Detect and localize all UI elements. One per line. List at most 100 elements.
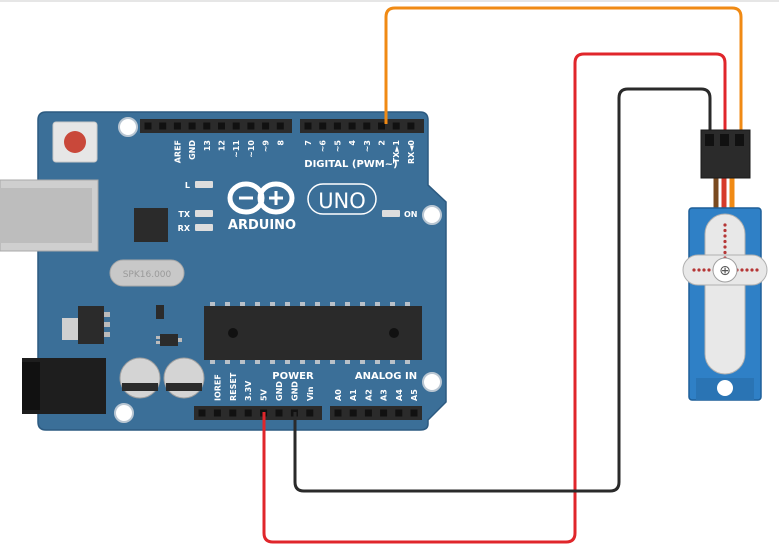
pin-label: ~6 bbox=[319, 140, 328, 153]
header-pin-hole[interactable] bbox=[218, 122, 225, 130]
led-l-label: L bbox=[185, 181, 190, 190]
chip-leg bbox=[240, 359, 245, 364]
header-pin-hole[interactable] bbox=[349, 409, 357, 417]
header-pin-hole[interactable] bbox=[333, 122, 341, 130]
header-pin-hole[interactable] bbox=[364, 409, 372, 417]
header-pin-hole[interactable] bbox=[188, 122, 196, 130]
ground-wire[interactable] bbox=[293, 87, 712, 493]
voltage-regulator bbox=[62, 306, 110, 344]
header-pin-hole[interactable] bbox=[395, 409, 403, 417]
led-on-label: ON bbox=[404, 210, 418, 219]
header-pin-hole[interactable] bbox=[144, 122, 152, 130]
crystal-oscillator: SPK16.000 bbox=[109, 259, 185, 287]
horn-hole bbox=[750, 268, 754, 272]
horn-hole bbox=[723, 239, 727, 244]
brand-label: ARDUINO bbox=[228, 218, 296, 233]
pin-label: IOREF bbox=[213, 374, 222, 401]
led-on: ON bbox=[382, 210, 418, 219]
mounting-hole bbox=[118, 117, 138, 137]
pin-label: AREF bbox=[173, 140, 182, 163]
header-pin-hole[interactable] bbox=[407, 122, 415, 130]
header-pin-hole[interactable] bbox=[304, 122, 312, 130]
pin-label: A0 bbox=[334, 389, 343, 401]
uno-badge: UNO bbox=[307, 183, 377, 215]
chip-leg bbox=[360, 359, 365, 364]
header-pin-hole[interactable] bbox=[392, 122, 400, 130]
chip-leg bbox=[285, 302, 290, 307]
led-rx: RX bbox=[178, 224, 213, 233]
pin-label: A1 bbox=[349, 389, 358, 401]
chip-leg bbox=[330, 302, 335, 307]
pin-label: A2 bbox=[364, 389, 373, 401]
power-header-label: POWER bbox=[272, 371, 314, 382]
header-pin-hole[interactable] bbox=[306, 409, 314, 417]
header-pin-hole[interactable] bbox=[247, 122, 255, 130]
horn-hole bbox=[723, 250, 727, 255]
pin-label: GND bbox=[275, 381, 284, 401]
pin-label: ~11 bbox=[232, 140, 241, 158]
pin-label: ~5 bbox=[333, 140, 342, 153]
microcontroller-chip bbox=[204, 302, 422, 364]
pin-label: Vin bbox=[306, 386, 315, 401]
header-pin-hole[interactable] bbox=[410, 409, 418, 417]
header-pin-hole[interactable] bbox=[275, 409, 283, 417]
pin-label: A5 bbox=[410, 389, 419, 401]
horn-hole bbox=[723, 228, 727, 233]
led-l: L bbox=[185, 181, 213, 190]
header-pin-hole[interactable] bbox=[159, 122, 167, 130]
capacitor bbox=[163, 357, 205, 399]
chip-leg bbox=[270, 302, 275, 307]
pin-label: 7 bbox=[304, 140, 313, 146]
chip-leg bbox=[225, 302, 230, 307]
horn-hole bbox=[723, 234, 727, 238]
servo-mount-hole bbox=[717, 380, 733, 396]
horn-hole bbox=[692, 268, 696, 272]
chip-leg bbox=[255, 302, 260, 307]
header-pin-hole[interactable] bbox=[203, 122, 211, 130]
pin-label: GND bbox=[188, 140, 197, 160]
signal-wire[interactable] bbox=[384, 6, 743, 133]
model-label: UNO bbox=[318, 189, 366, 213]
reset-button[interactable] bbox=[52, 121, 98, 163]
capacitor bbox=[119, 357, 161, 399]
horn-hole bbox=[740, 268, 744, 272]
horn-hole bbox=[697, 268, 701, 272]
header-pin-hole[interactable] bbox=[244, 409, 252, 417]
chip-leg bbox=[255, 359, 260, 364]
horn-hole bbox=[702, 268, 706, 272]
header-pin-hole[interactable] bbox=[348, 122, 356, 130]
transistor bbox=[156, 334, 182, 346]
header-pin-hole[interactable] bbox=[262, 122, 270, 130]
header-pin-hole[interactable] bbox=[363, 122, 371, 130]
header-pin-hole[interactable] bbox=[232, 122, 240, 130]
chip-leg bbox=[405, 359, 410, 364]
servo-motor[interactable]: ⊕ bbox=[682, 129, 768, 401]
header-pin-hole[interactable] bbox=[378, 122, 385, 130]
servo-horn[interactable]: ⊕ bbox=[682, 213, 768, 375]
header-pin-hole[interactable] bbox=[213, 409, 221, 417]
led-tx-label: TX bbox=[178, 210, 190, 219]
header-pin-hole[interactable] bbox=[334, 409, 342, 417]
mounting-hole bbox=[422, 205, 442, 225]
led-rx-label: RX bbox=[178, 224, 191, 233]
chip-leg bbox=[225, 359, 230, 364]
header-pin-hole[interactable] bbox=[173, 122, 181, 130]
header-pin-hole[interactable] bbox=[229, 409, 237, 417]
header-pin-hole[interactable] bbox=[380, 409, 388, 417]
pin-label: 4 bbox=[348, 140, 357, 146]
header-pin-hole[interactable] bbox=[319, 122, 327, 130]
led-tx: TX bbox=[178, 210, 213, 219]
usb-port bbox=[0, 179, 99, 252]
arduino-uno-board[interactable]: SPK16.000 L TX RX ON ARDUINO bbox=[0, 111, 447, 431]
pin-label: ~3 bbox=[363, 140, 372, 152]
header-pin-hole[interactable] bbox=[276, 122, 284, 130]
header-pin-hole[interactable] bbox=[198, 409, 206, 417]
pin-label: GND bbox=[290, 381, 299, 401]
chip-leg bbox=[270, 359, 275, 364]
power-wire[interactable] bbox=[262, 52, 727, 544]
chip-leg bbox=[405, 302, 410, 307]
pin-label: A3 bbox=[380, 389, 389, 401]
